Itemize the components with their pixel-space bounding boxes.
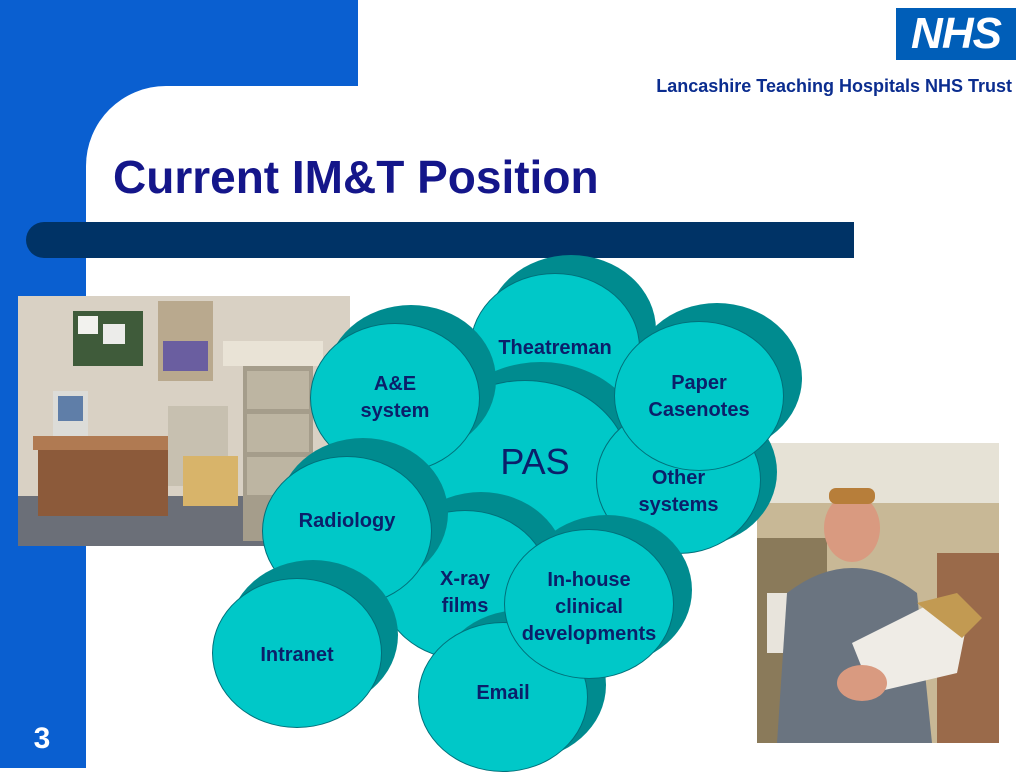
label-inhouse-line2: clinical xyxy=(555,596,623,618)
slide-title: Current IM&T Position xyxy=(113,151,599,203)
slide-frame-top xyxy=(0,0,358,86)
nhs-logo-text: NHS xyxy=(911,9,1002,58)
label-other-line1: Other xyxy=(651,467,706,489)
label-intranet: Intranet xyxy=(260,644,334,666)
staff-with-casenotes-photo xyxy=(757,443,999,743)
label-radiology: Radiology xyxy=(298,510,396,532)
title-underline-bar xyxy=(26,222,854,258)
slide-frame-corner xyxy=(86,86,246,246)
label-paper-line1: Paper xyxy=(671,372,727,394)
label-email: Email xyxy=(476,682,530,704)
label-ae-line1: A&E xyxy=(373,373,417,395)
label-inhouse-line3: developments xyxy=(521,623,657,645)
label-pas: PAS xyxy=(500,441,570,482)
label-paper-line2: Casenotes xyxy=(648,399,750,421)
label-xray-line1: X-ray xyxy=(439,568,491,590)
label-theatreman: Theatreman xyxy=(498,337,612,359)
slide-number: 3 xyxy=(33,722,51,755)
nhs-logo: NHS xyxy=(896,8,1016,60)
label-other-line2: systems xyxy=(638,494,719,516)
label-inhouse-line1: In-house xyxy=(547,569,631,591)
trust-name: Lancashire Teaching Hospitals NHS Trust xyxy=(656,76,1012,96)
label-ae-line2: system xyxy=(360,400,430,422)
label-xray-line2: films xyxy=(441,595,489,617)
